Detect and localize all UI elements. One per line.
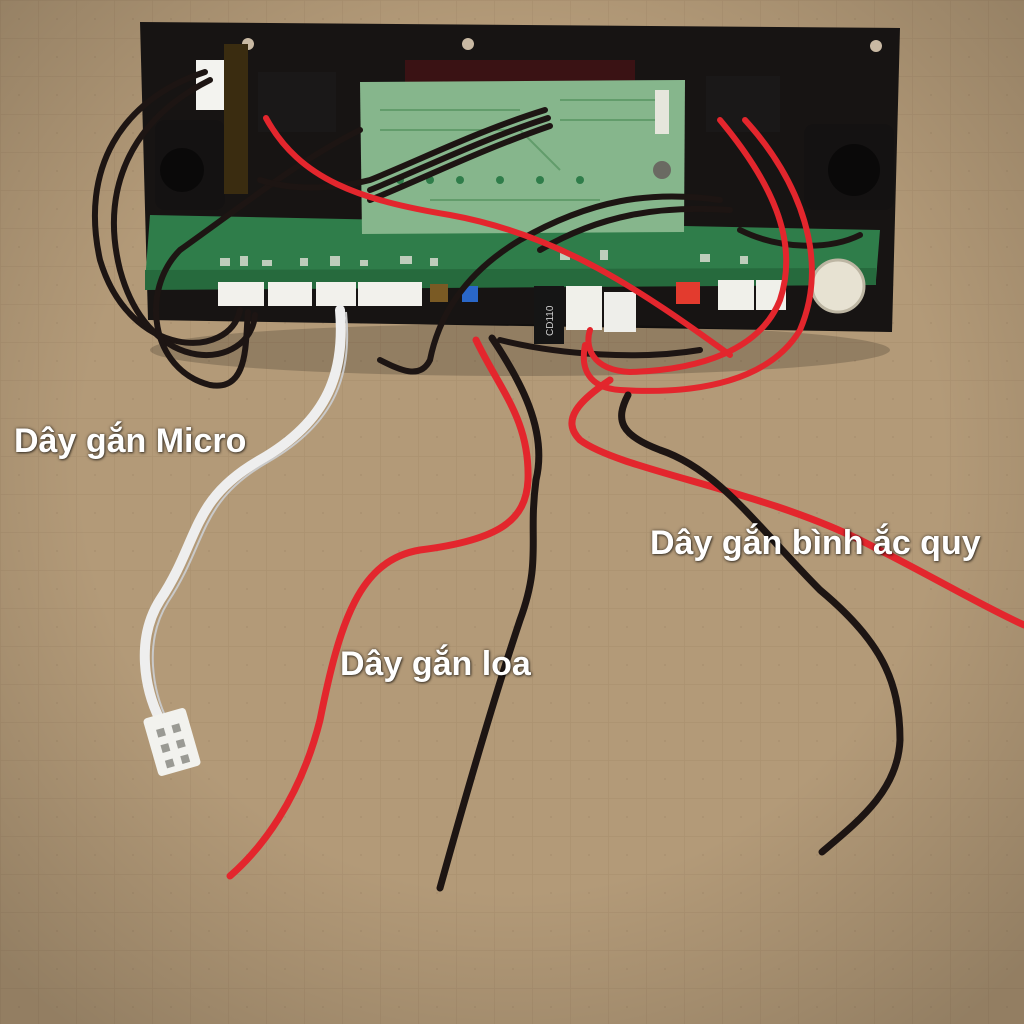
chip-label: CD110: [545, 305, 556, 336]
label-battery-wire: Dây gắn bình ắc quy: [650, 524, 981, 562]
main-pcb: CD110: [145, 215, 880, 344]
label-speaker-wire: Dây gắn loa: [340, 645, 531, 683]
ribbon-wires: [91, 69, 863, 389]
label-micro-wire: Dây gắn Micro: [14, 422, 247, 460]
battery-wires: [568, 376, 1024, 856]
display-board: [360, 80, 685, 234]
micro-wire: [139, 305, 349, 776]
audio-jacks: [155, 44, 894, 210]
speaker-wires: [226, 334, 543, 892]
